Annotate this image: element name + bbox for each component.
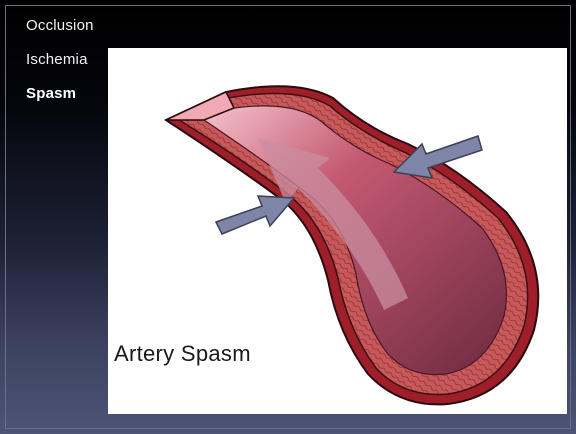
compression-arrow-icon	[216, 196, 294, 234]
artery-spasm-illustration: Artery Spasm	[108, 48, 567, 414]
figure-caption: Artery Spasm	[114, 341, 251, 367]
topic-item-occlusion[interactable]: Occlusion	[26, 18, 94, 34]
topic-list: Occlusion Ischemia Spasm	[26, 18, 94, 120]
topic-item-ischemia[interactable]: Ischemia	[26, 52, 94, 68]
topic-item-spasm[interactable]: Spasm	[26, 86, 94, 102]
